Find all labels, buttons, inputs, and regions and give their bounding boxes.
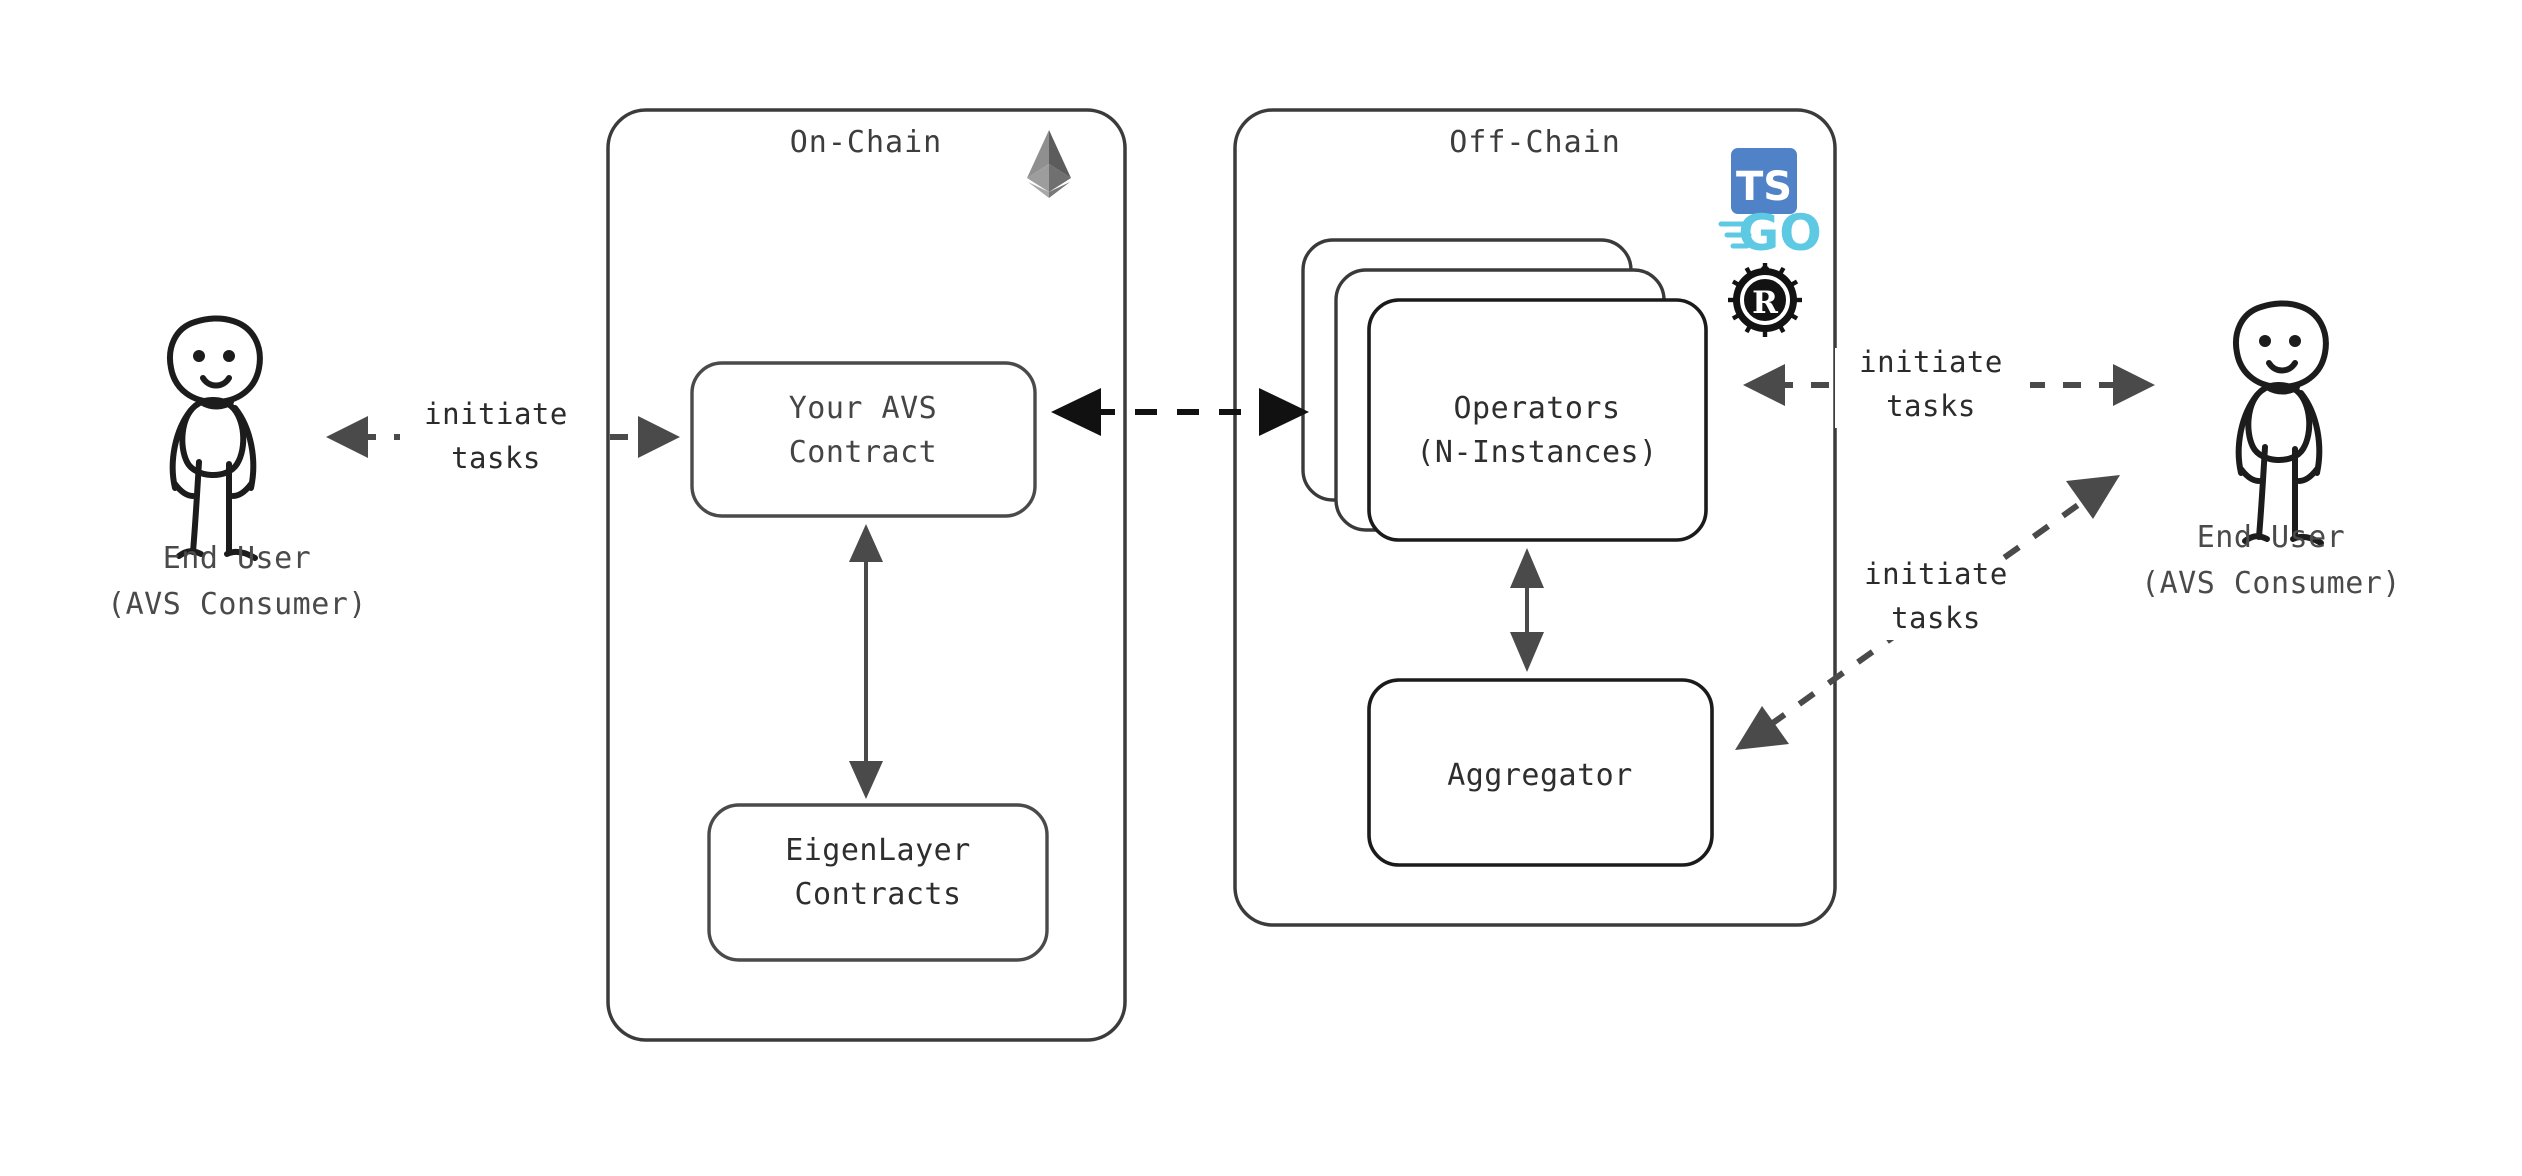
- actor-end-user-right-line2: (AVS Consumer): [2141, 566, 2401, 601]
- node-operators-line1: Operators: [1453, 391, 1620, 426]
- edge-aggregator-to-right-user-line2: tasks: [1891, 601, 1981, 635]
- stick-figure-right: [2233, 300, 2329, 546]
- actor-end-user-right-line1: End User: [2197, 520, 2346, 555]
- stick-figure-left: [167, 315, 263, 561]
- edge-avs-to-eigenlayer: [849, 524, 883, 799]
- node-aggregator-line1: Aggregator: [1447, 758, 1633, 793]
- panel-off-chain: Off-Chain TS GO: [1233, 108, 1837, 927]
- actor-end-user-right: End User (AVS Consumer): [2141, 300, 2401, 601]
- edge-left-user-to-avs: initiate tasks: [326, 397, 680, 480]
- node-eigenlayer-contracts-line2: Contracts: [794, 877, 961, 912]
- node-avs-contract-box[interactable]: [690, 361, 1037, 518]
- edge-left-user-to-avs-line2: tasks: [451, 441, 541, 475]
- edge-operators-to-right-user-line1: initiate: [1859, 345, 2003, 379]
- node-eigenlayer-contracts-box[interactable]: [707, 803, 1049, 962]
- node-avs-contract[interactable]: Your AVS Contract: [690, 361, 1037, 518]
- panel-on-chain: On-Chain Your AVS Contract EigenLayer Co…: [606, 108, 1127, 1042]
- node-avs-contract-line2: Contract: [789, 435, 938, 470]
- actor-end-user-left: End User (AVS Consumer): [107, 315, 367, 622]
- node-eigenlayer-contracts-line1: EigenLayer: [785, 833, 971, 868]
- node-eigenlayer-contracts[interactable]: EigenLayer Contracts: [707, 803, 1049, 962]
- edge-left-user-to-avs-line1: initiate: [424, 397, 568, 431]
- typescript-icon-label: TS: [1736, 164, 1792, 210]
- panel-off-chain-title: Off-Chain: [1449, 125, 1621, 160]
- node-operators-line2: (N-Instances): [1416, 435, 1657, 470]
- go-icon-label: GO: [1738, 204, 1822, 262]
- edge-operators-to-right-user-line2: tasks: [1886, 389, 1976, 423]
- edge-operators-to-right-user: initiate tasks: [1743, 345, 2155, 428]
- node-operators-box[interactable]: [1367, 298, 1708, 542]
- node-aggregator[interactable]: Aggregator: [1367, 678, 1714, 867]
- go-icon: GO: [1718, 204, 1822, 262]
- actor-end-user-left-line1: End User: [163, 541, 312, 576]
- typescript-icon: TS: [1731, 148, 1797, 214]
- rust-icon-label: R: [1752, 285, 1778, 321]
- edge-aggregator-to-right-user-line1: initiate: [1864, 557, 2008, 591]
- edge-aggregator-to-right-user: initiate tasks: [1735, 475, 2120, 750]
- ethereum-icon: [1027, 130, 1071, 198]
- edge-operators-to-aggregator: [1510, 548, 1544, 672]
- node-operators[interactable]: Operators (N-Instances): [1301, 238, 1708, 542]
- edge-avs-to-operators: [1051, 388, 1309, 436]
- panel-on-chain-title: On-Chain: [790, 125, 943, 160]
- node-avs-contract-line1: Your AVS: [789, 391, 938, 426]
- node-aggregator-box[interactable]: [1367, 678, 1714, 867]
- actor-end-user-left-line2: (AVS Consumer): [107, 587, 367, 622]
- rust-icon: R: [1728, 263, 1802, 337]
